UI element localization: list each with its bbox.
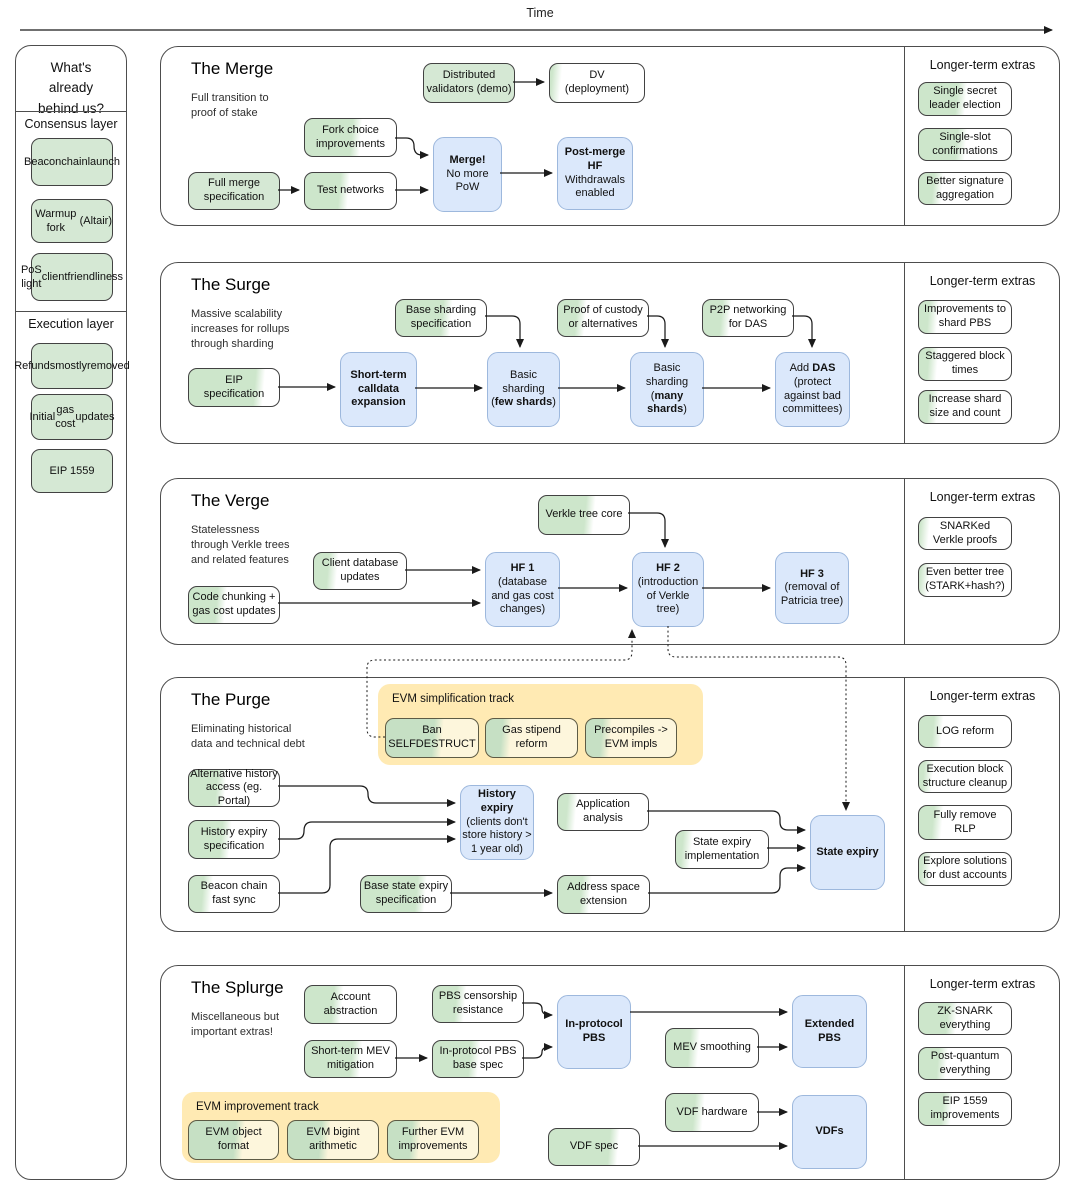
state-expiry: State expiry	[810, 815, 885, 890]
time-axis-label: Time	[526, 6, 554, 20]
extras-header-verge: Longer-term extras	[929, 490, 1036, 504]
section-title-verge: The Verge	[191, 491, 270, 510]
evm-improvement-track-label: EVM improvement track	[196, 1101, 319, 1113]
extras-header-merge: Longer-term extras	[929, 58, 1036, 72]
extras-item: Even better tree(STARK+hash?)	[918, 563, 1012, 597]
sidebar-divider	[16, 111, 126, 112]
extras-column-purge: Longer-term extras	[904, 678, 1060, 931]
test-networks: Test networks	[304, 172, 397, 210]
extras-column-splurge: Longer-term extras	[904, 966, 1060, 1179]
sidebar-item: EIP 1559	[31, 449, 113, 493]
extras-header-purge: Longer-term extras	[929, 689, 1036, 703]
precompiles-evm-impls: Precompiles ->EVM impls	[585, 718, 677, 758]
section-title-splurge: The Splurge	[191, 978, 284, 997]
code-chunking: Code chunking +gas cost updates	[188, 586, 280, 624]
section-title-surge: The Surge	[191, 275, 271, 294]
section-title-purge: The Purge	[191, 690, 271, 709]
evm-simplification-track-label: EVM simplification track	[392, 693, 515, 705]
extras-column-merge: Longer-term extras	[904, 47, 1060, 225]
vdfs: VDFs	[792, 1095, 867, 1169]
mev-smoothing: MEV smoothing	[665, 1028, 759, 1068]
sidebar-divider	[16, 311, 126, 312]
vdf-hardware: VDF hardware	[665, 1093, 759, 1132]
sidebar-group-header: Consensus layer	[24, 117, 118, 131]
extras-item: LOG reform	[918, 715, 1012, 748]
extras-column-verge: Longer-term extras	[904, 479, 1060, 644]
sidebar-item: Warmup fork(Altair)	[31, 199, 113, 243]
vdf-spec: VDF spec	[548, 1128, 640, 1166]
extras-header-splurge: Longer-term extras	[929, 977, 1036, 991]
extras-header-surge: Longer-term extras	[929, 274, 1036, 288]
extras-column-surge: Longer-term extras	[904, 263, 1060, 443]
section-title-merge: The Merge	[191, 59, 274, 78]
verkle-tree-core: Verkle tree core	[538, 495, 630, 535]
sidebar-group-header: Execution layer	[28, 317, 114, 331]
dv-deployment: DV(deployment)	[549, 63, 645, 103]
